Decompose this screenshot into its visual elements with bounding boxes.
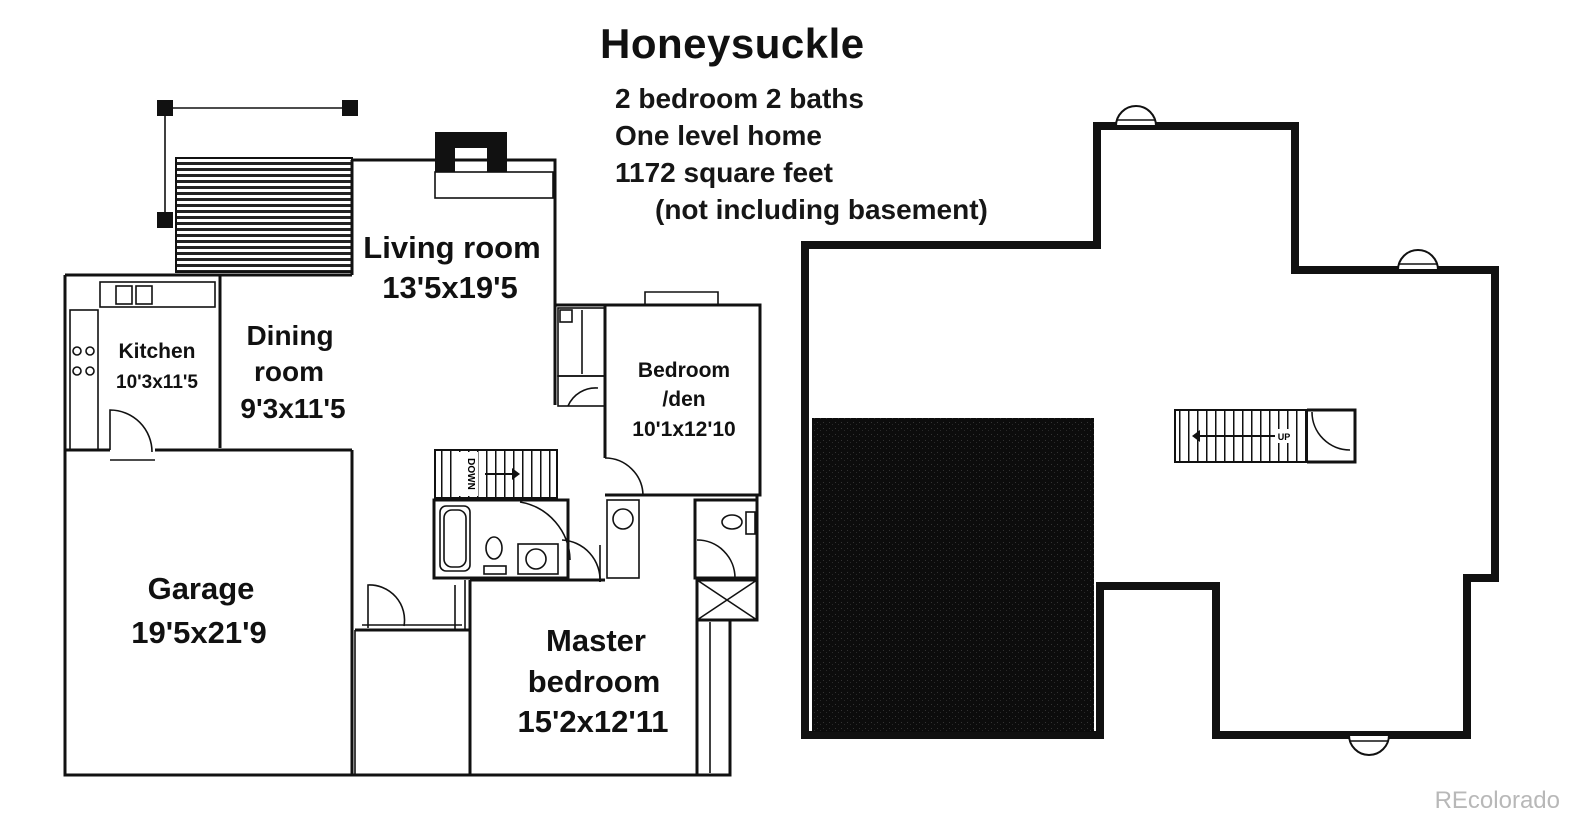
kitchen-size: 10'3x11'5 bbox=[116, 372, 198, 393]
basement-plan: UP bbox=[801, 105, 1499, 756]
stairs-up-label: UP bbox=[1278, 432, 1291, 442]
dining-room-label-2: room bbox=[254, 356, 324, 387]
toilet-icon bbox=[485, 536, 503, 560]
square-feet: 1172 square feet bbox=[615, 157, 833, 188]
watermark-logo: REcolorado bbox=[1434, 787, 1560, 814]
garage-size: 19'5x21'9 bbox=[131, 615, 266, 650]
hall-bath bbox=[432, 498, 570, 580]
master-bedroom-size: 15'2x12'11 bbox=[518, 704, 669, 739]
plan-title: Honeysuckle bbox=[600, 20, 865, 67]
sink-icon bbox=[115, 285, 133, 305]
bedroom-den-label-1: Bedroom bbox=[638, 359, 730, 382]
dining-room-size: 9'3x11'5 bbox=[240, 393, 345, 424]
den-door bbox=[604, 457, 644, 496]
basement-unfinished-area bbox=[812, 418, 1094, 732]
window-well bbox=[1114, 105, 1158, 127]
bed-bath-count: 2 bedroom 2 baths bbox=[615, 83, 864, 114]
stairs-down-label: DOWN bbox=[465, 458, 476, 490]
kitchen-door bbox=[109, 409, 153, 453]
bedroom-den-size: 10'1x12'10 bbox=[632, 418, 735, 441]
garage-door bbox=[367, 584, 406, 628]
vanity-icon bbox=[517, 543, 559, 575]
fireplace-icon bbox=[434, 132, 554, 199]
sink-icon-master bbox=[612, 508, 634, 530]
basement-exterior-walls bbox=[801, 122, 1499, 739]
living-room-label: Living room bbox=[363, 230, 540, 265]
stove-icon bbox=[72, 346, 82, 356]
living-room-size: 13'5x19'5 bbox=[382, 270, 517, 305]
kitchen-label: Kitchen bbox=[118, 340, 195, 363]
deck bbox=[175, 157, 353, 273]
garage-label: Garage bbox=[148, 571, 255, 606]
den-window bbox=[644, 291, 719, 305]
bathtub-icon bbox=[439, 505, 471, 572]
exterior-walls bbox=[352, 158, 762, 497]
master-bedroom-label-1: Master bbox=[546, 623, 646, 658]
bedroom-den-label-2: /den bbox=[662, 388, 705, 411]
dining-room-label-1: Dining bbox=[246, 320, 333, 351]
main-floor-plan: DOWN bbox=[63, 100, 762, 777]
toilet-icon-master bbox=[721, 514, 743, 530]
basement-note: (not including basement) bbox=[655, 194, 988, 225]
kitchen-counter bbox=[99, 281, 216, 308]
patio-cover bbox=[157, 100, 358, 228]
master-bedroom-label-2: bedroom bbox=[528, 664, 661, 699]
level-info: One level home bbox=[615, 120, 822, 151]
